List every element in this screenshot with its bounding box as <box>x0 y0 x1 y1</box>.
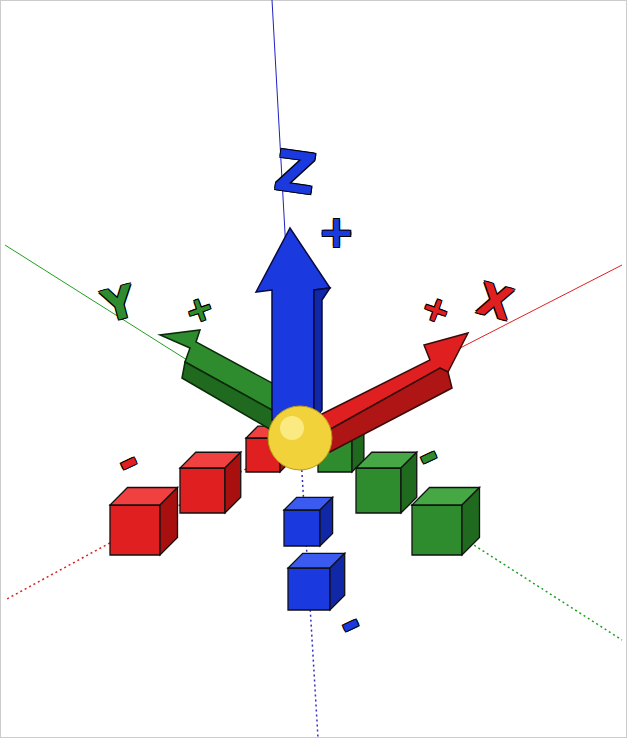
cube-face <box>412 505 462 555</box>
origin-sphere <box>268 406 332 470</box>
axis-label: + <box>417 288 455 330</box>
cube-face <box>160 488 178 556</box>
axis-label: X <box>473 276 517 327</box>
axis-label: - <box>109 436 146 486</box>
cube-face <box>225 452 241 513</box>
x-arrow-side <box>320 368 452 452</box>
sphere-highlight <box>280 416 304 440</box>
axis-label: + <box>318 210 355 254</box>
cube-face <box>320 497 333 546</box>
cube-face <box>284 510 320 546</box>
cube-face <box>462 488 480 556</box>
cube-face <box>288 568 330 610</box>
axis-label: - <box>331 598 368 648</box>
z-arrow <box>256 228 330 420</box>
y-axis-negative <box>310 440 622 640</box>
z-arrow-side <box>314 288 330 420</box>
axis-label: + <box>180 288 218 330</box>
cube-face <box>356 468 401 513</box>
cube-face <box>180 468 225 513</box>
cube-face <box>110 505 160 555</box>
axis-label: Z <box>271 142 319 203</box>
axis-label: Y <box>98 279 140 330</box>
